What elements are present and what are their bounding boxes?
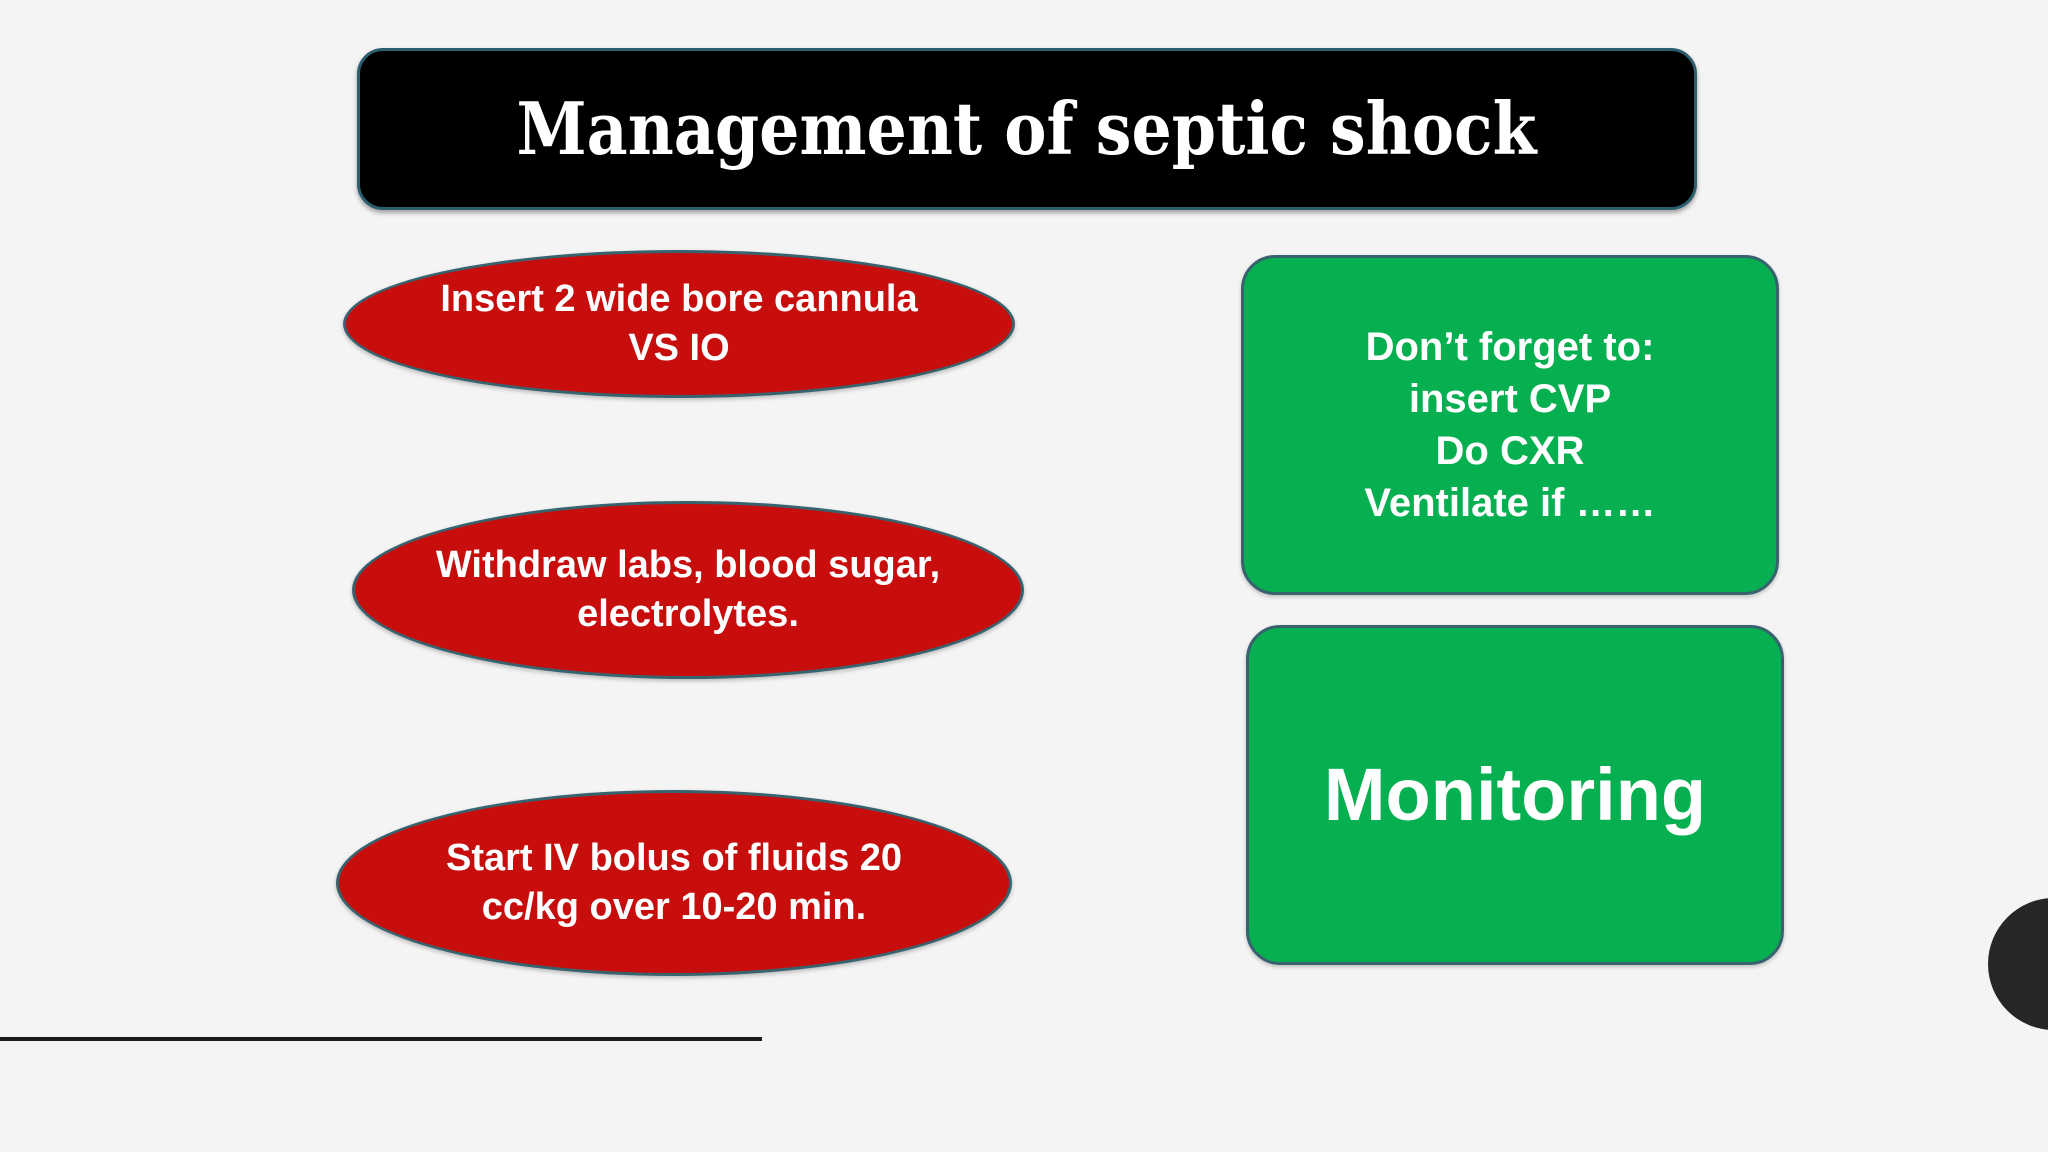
corner-circle-decoration: [1988, 898, 2048, 1030]
step-ellipse-3-label: Start IV bolus of fluids 20 cc/kg over 1…: [445, 837, 903, 928]
bottom-divider-line: [0, 1037, 762, 1041]
monitoring-box: Monitoring: [1246, 625, 1784, 965]
step-ellipse-1: Insert 2 wide bore cannula VS IO: [343, 250, 1015, 398]
step-ellipse-2: Withdraw labs, blood sugar, electrolytes…: [352, 501, 1024, 679]
step-ellipse-1-label: Insert 2 wide bore cannula VS IO: [440, 278, 918, 369]
monitoring-box-label: Monitoring: [1323, 753, 1707, 837]
reminder-box-label: Don’t forget to: insert CVP Do CXR Venti…: [1364, 325, 1656, 525]
slide-title-banner: Management of septic shock: [357, 48, 1697, 210]
reminder-box: Don’t forget to: insert CVP Do CXR Venti…: [1241, 255, 1779, 595]
page-title: Management of septic shock: [516, 86, 1537, 171]
step-ellipse-3: Start IV bolus of fluids 20 cc/kg over 1…: [336, 790, 1012, 976]
step-ellipse-2-label: Withdraw labs, blood sugar, electrolytes…: [435, 544, 941, 635]
